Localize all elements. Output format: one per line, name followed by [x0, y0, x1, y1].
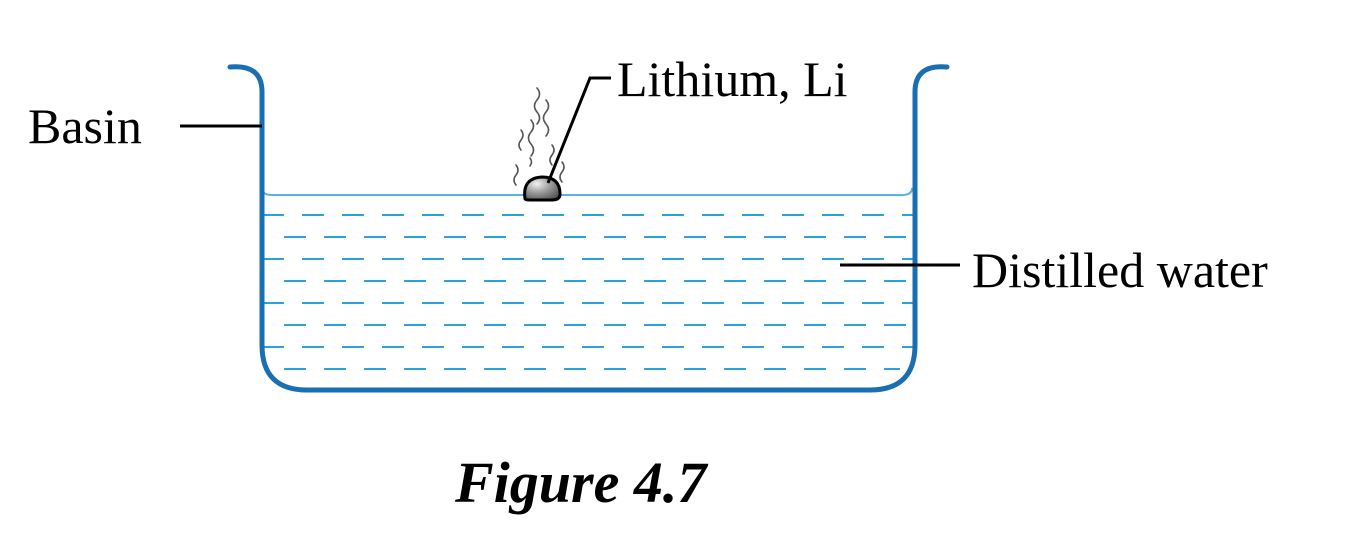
- figure-caption: Figure 4.7: [454, 450, 708, 515]
- water-dashes: [262, 214, 915, 370]
- lithium-piece: [523, 175, 562, 202]
- distilled-water-label: Distilled water: [972, 242, 1268, 298]
- lithium-label: Lithium, Li: [617, 51, 848, 107]
- fumes-icon: [513, 87, 565, 186]
- lithium-leader: [546, 76, 611, 184]
- basin-outline: [227, 64, 950, 393]
- basin-label: Basin: [28, 98, 142, 154]
- water-surface: [261, 187, 913, 196]
